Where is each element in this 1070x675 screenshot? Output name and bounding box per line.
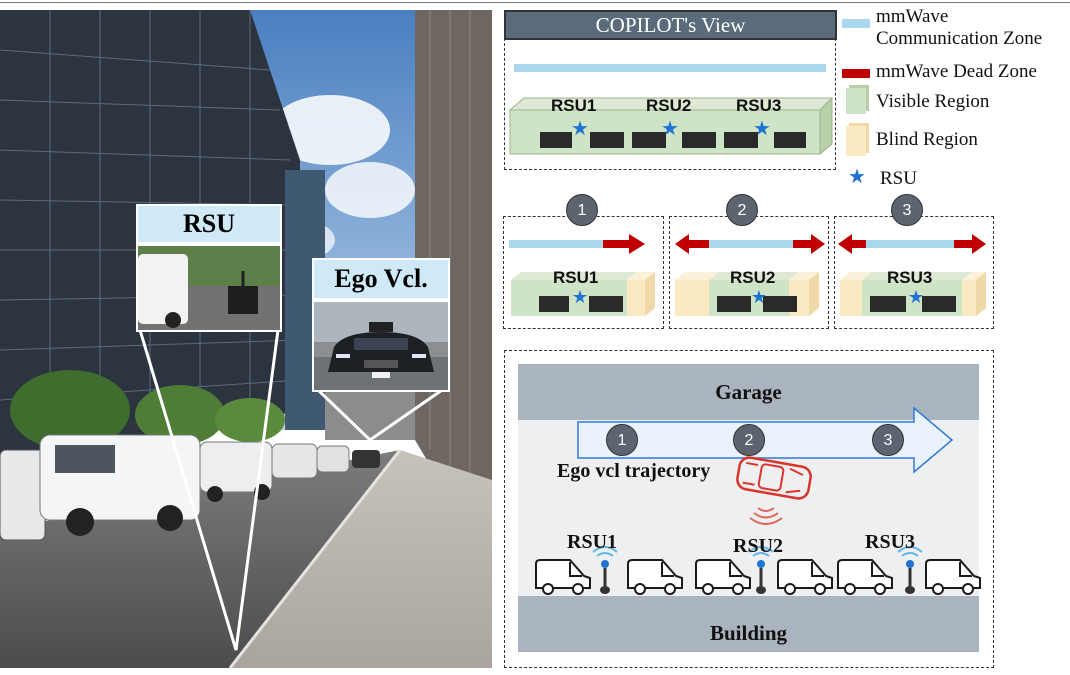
copilot-view-diagram: ★ ★ ★ <box>508 64 834 156</box>
scene-step-1: 1 <box>606 424 638 456</box>
copilot-rsu1-label: RSU1 <box>551 96 597 115</box>
rsu-antenna-1-icon <box>592 546 618 594</box>
rsu-callout-label: RSU <box>136 204 282 244</box>
legend-blind-label: Blind Region <box>876 129 978 150</box>
legend-rsu-star-icon: ★ <box>848 166 866 188</box>
ego-callout-image <box>312 300 450 392</box>
legend-visible-swatch <box>846 88 866 114</box>
panel-1-rsu-label: RSU1 <box>553 268 599 287</box>
panel-2-diagram: ★ <box>675 234 825 316</box>
scene-rsu3-label: RSU3 <box>865 531 916 553</box>
panel-3-diagram: ★ <box>838 234 986 316</box>
scene-step-3: 3 <box>872 424 904 456</box>
star-rsu3: ★ <box>753 118 771 140</box>
ego-car <box>736 456 812 500</box>
scene-panel <box>504 350 994 668</box>
ego-vehicle-closeup <box>314 302 448 390</box>
street-photo: RSU Ego Vcl. <box>0 10 492 668</box>
panel-1-number: 1 <box>566 194 598 226</box>
legend-comm-label: mmWave Communication Zone <box>876 6 1043 49</box>
panel-1-star: ★ <box>572 287 588 307</box>
legend-visible-label: Visible Region <box>876 91 990 112</box>
copilot-rsu3-label: RSU3 <box>736 96 782 115</box>
panel-2-star: ★ <box>751 287 767 307</box>
comm-zone-bar <box>514 64 826 72</box>
ego-callout-label: Ego Vcl. <box>312 258 450 300</box>
panel-3-number: 3 <box>891 194 923 226</box>
scene-diagram <box>518 364 981 652</box>
copilot-view-title: COPILOT's View <box>504 10 837 40</box>
building-band <box>518 596 979 652</box>
rsu-antenna-2-icon <box>748 546 774 594</box>
rsu-antenna-3-icon <box>897 546 923 594</box>
garage-label: Garage <box>715 380 782 404</box>
trajectory-arrow <box>577 406 954 474</box>
trajectory-label: Ego vcl trajectory <box>557 460 711 482</box>
panel-1-diagram: ★ <box>509 234 655 316</box>
legend: mmWave Communication Zone mmWave Dead Zo… <box>842 6 1070 196</box>
star-rsu2: ★ <box>661 118 679 140</box>
legend-dead-swatch <box>842 69 870 78</box>
legend-dead-label: mmWave Dead Zone <box>876 61 1037 82</box>
panel-2-rsu-label: RSU2 <box>730 268 776 287</box>
scene-step-2: 2 <box>733 424 765 456</box>
legend-comm-swatch <box>842 19 870 28</box>
rsu-closeup <box>138 246 280 330</box>
scene-rsu1-label: RSU1 <box>567 531 618 553</box>
callout-lines <box>138 329 446 651</box>
legend-blind-swatch <box>846 126 866 156</box>
panel-2-number: 2 <box>726 194 758 226</box>
legend-rsu-label: RSU <box>880 168 917 189</box>
scene-rsu2-label: RSU2 <box>733 535 784 557</box>
panel-3-star: ★ <box>908 287 924 307</box>
building-label: Building <box>709 621 788 645</box>
star-rsu1: ★ <box>571 118 589 140</box>
rsu-callout-image <box>136 244 282 332</box>
garage-band <box>518 364 979 420</box>
ego-signal-waves <box>749 507 783 525</box>
van-row <box>535 559 981 595</box>
copilot-rsu2-label: RSU2 <box>646 96 692 115</box>
top-rule <box>0 2 1070 3</box>
panel-3-rsu-label: RSU3 <box>887 268 933 287</box>
street-photo-illustration <box>0 10 492 668</box>
